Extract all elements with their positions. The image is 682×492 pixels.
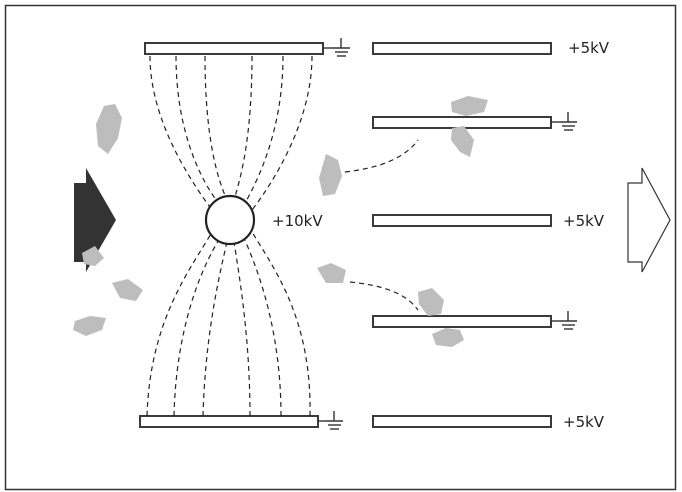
dust-particle <box>112 279 143 301</box>
ground-symbol-plate-4 <box>551 311 577 330</box>
dust-particle <box>319 154 342 196</box>
ground-symbol-left-bottom <box>318 411 343 430</box>
dust-particle <box>317 263 346 283</box>
left-top-plate <box>144 42 324 55</box>
dust-particle <box>96 104 122 154</box>
dust-particle <box>73 316 106 336</box>
ground-symbol-left-top <box>323 38 350 57</box>
inflow-arrow <box>74 168 116 272</box>
diagram-frame <box>4 4 677 491</box>
dust-particle <box>82 246 104 266</box>
charged-wire <box>204 194 256 246</box>
outflow-arrow <box>627 167 671 273</box>
dust-particle <box>432 328 464 347</box>
collector-plate-5 <box>372 415 552 428</box>
left-bottom-plate <box>139 415 319 428</box>
plate-3-voltage-label: +5kV <box>563 212 605 230</box>
plate-1-voltage-label: +5kV <box>568 39 610 57</box>
collector-plate-4 <box>372 315 552 328</box>
field-lines-bottom <box>146 231 311 417</box>
dust-particle <box>451 96 488 116</box>
dust-particle <box>418 288 444 316</box>
collector-plate-1 <box>372 42 552 55</box>
particle-trajectories <box>344 139 419 311</box>
field-lines-top <box>149 55 313 211</box>
collector-plate-3 <box>372 214 552 227</box>
dust-particles <box>73 96 488 347</box>
ground-symbol-plate-2 <box>551 112 577 131</box>
dust-particle <box>451 126 474 157</box>
wire-voltage-label: +10kV <box>272 212 323 230</box>
plate-5-voltage-label: +5kV <box>563 413 605 431</box>
